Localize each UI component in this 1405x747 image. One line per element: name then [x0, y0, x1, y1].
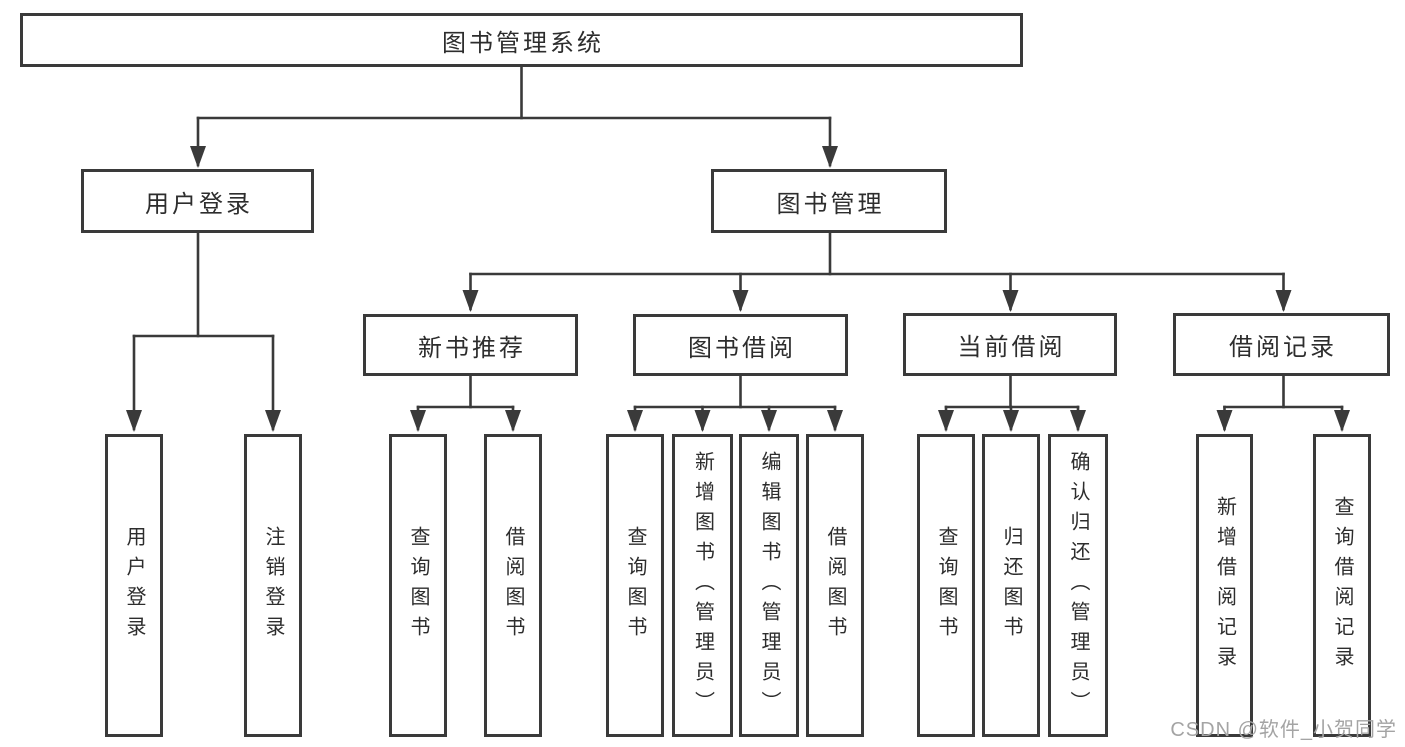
node-label: 图书借阅 — [688, 334, 796, 362]
node-label: 新书推荐 — [418, 334, 526, 362]
node-label: 查询借阅记录 — [1331, 495, 1353, 676]
node-user-login: 用户登录 — [81, 169, 314, 233]
leaf-borrow-books: 借阅图书 — [484, 434, 542, 737]
leaf-user-login: 用户登录 — [105, 434, 163, 737]
node-label: 图书管理 — [776, 190, 885, 218]
leaf-query-books: 查询图书 — [917, 434, 975, 737]
watermark: CSDN @软件_小贺同学 — [1170, 719, 1397, 741]
leaf-add-books-admin: 新增图书（管理员） — [672, 434, 733, 737]
node-book-borrowing: 图书借阅 — [633, 314, 848, 376]
node-label: 查询图书 — [407, 525, 429, 646]
connector-book-borrow-children — [627, 374, 843, 432]
node-label: 查询图书 — [624, 525, 646, 646]
node-label: 借阅图书 — [824, 525, 846, 646]
node-label: 新增借阅记录 — [1213, 495, 1236, 676]
node-label: 注销登录 — [262, 525, 284, 646]
connector-user-login-children — [126, 231, 281, 432]
node-label: 确认归还（管理员） — [1067, 450, 1089, 721]
leaf-edit-books-admin: 编辑图书（管理员） — [739, 434, 799, 737]
node-borrowing-records: 借阅记录 — [1173, 313, 1390, 376]
node-label: 图书管理系统 — [442, 29, 604, 57]
connector-book-mgmt-to-level3 — [462, 231, 1292, 312]
leaf-add-borrow-record: 新增借阅记录 — [1196, 434, 1253, 737]
node-label: 编辑图书（管理员） — [758, 450, 780, 721]
leaf-borrow-books: 借阅图书 — [806, 434, 864, 737]
node-label: 用户登录 — [123, 525, 145, 646]
node-label: 归还图书 — [1000, 525, 1022, 646]
connector-new-book-children — [410, 374, 521, 432]
node-label: 借阅图书 — [502, 525, 524, 646]
connector-borrow-record-children — [1216, 374, 1350, 432]
leaf-return-books: 归还图书 — [982, 434, 1040, 737]
node-new-book-recommend: 新书推荐 — [363, 314, 578, 376]
leaf-query-books: 查询图书 — [606, 434, 664, 737]
connector-current-borrow-children — [938, 374, 1086, 432]
node-book-management: 图书管理 — [711, 169, 947, 233]
node-label: 查询图书 — [935, 525, 957, 646]
leaf-logout: 注销登录 — [244, 434, 302, 737]
node-library-management-system: 图书管理系统 — [20, 13, 1023, 67]
node-label: 用户登录 — [145, 190, 253, 218]
node-current-borrowing: 当前借阅 — [903, 313, 1117, 376]
leaf-confirm-return-admin: 确认归还（管理员） — [1048, 434, 1108, 737]
node-label: 新增图书（管理员） — [691, 450, 714, 721]
leaf-query-borrow-record: 查询借阅记录 — [1313, 434, 1371, 737]
connector-root-to-level2 — [190, 65, 838, 168]
node-label: 借阅记录 — [1229, 334, 1337, 361]
leaf-query-books: 查询图书 — [389, 434, 447, 737]
node-label: 当前借阅 — [957, 334, 1066, 361]
